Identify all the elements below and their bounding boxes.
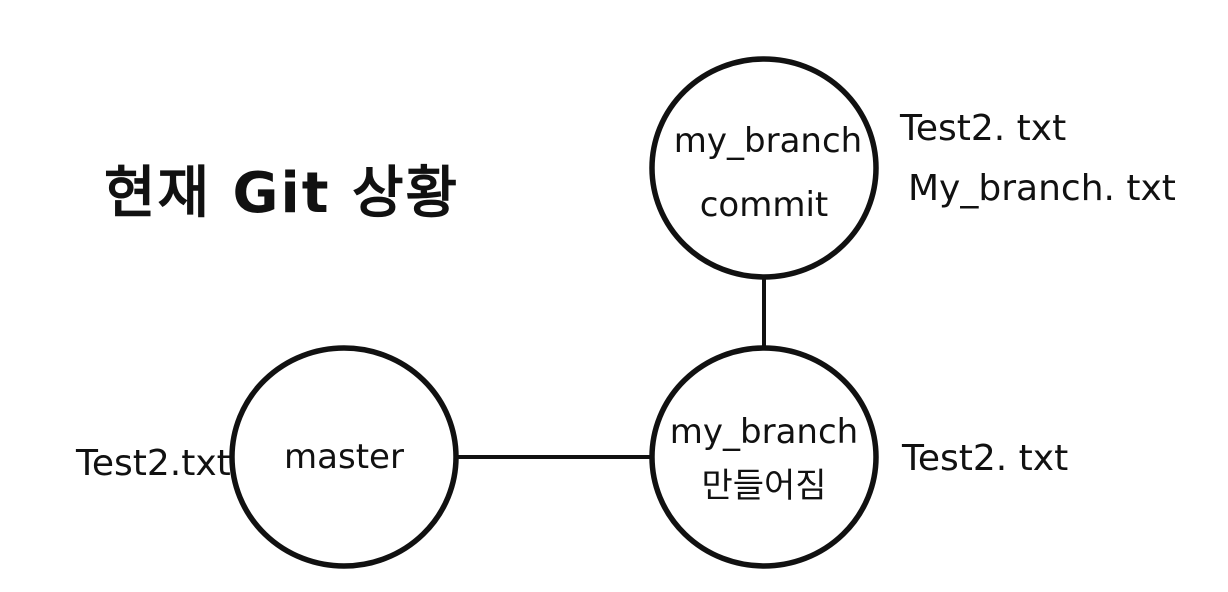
node-branch-created: my_branch 만들어짐: [649, 345, 879, 569]
node-branch-created-line2: 만들어짐: [701, 466, 826, 506]
node-branch-created-circle: [649, 345, 879, 569]
node-master: master: [229, 345, 459, 569]
node-branch-commit-circle: [649, 56, 879, 280]
node-master-circle: [229, 345, 459, 569]
node-branch-commit-file-2: My_branch. txt: [908, 168, 1176, 209]
node-branch-commit-file-1: Test2. txt: [899, 108, 1066, 149]
node-branch-created-line1: my_branch: [670, 412, 858, 452]
node-master-file: Test2.txt: [75, 443, 231, 484]
node-branch-commit-line1: my_branch: [674, 121, 862, 161]
node-branch-created-file: Test2. txt: [901, 438, 1068, 479]
node-branch-commit: my_branch commit: [649, 56, 879, 280]
diagram-title: 현재 Git 상황: [104, 161, 459, 226]
node-master-label: master: [284, 437, 404, 477]
node-branch-commit-line2: commit: [700, 185, 829, 225]
